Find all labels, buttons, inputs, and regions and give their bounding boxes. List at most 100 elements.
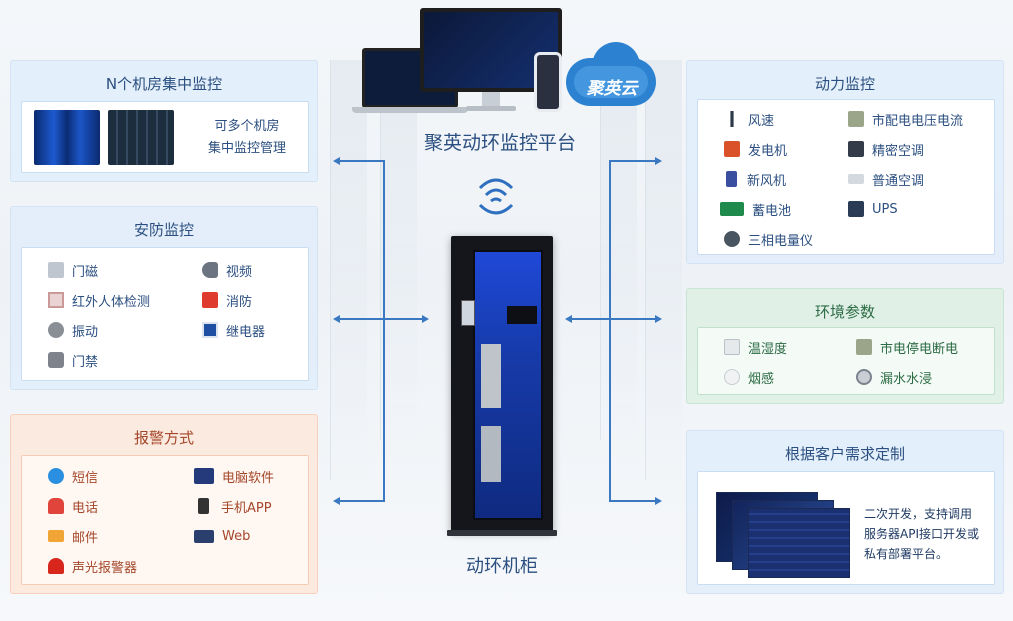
cabinet-touchscreen (461, 300, 475, 326)
precision-ac-icon (848, 141, 864, 157)
power-item: 市配电电压电流 (848, 108, 963, 130)
wind-speed-icon (730, 111, 734, 127)
panel-inner: 温湿度 市电停电断电 烟感 漏水水浸 (697, 327, 995, 395)
door-sensor-icon (48, 262, 64, 278)
pc-software-icon (194, 468, 214, 484)
ups-icon (848, 201, 864, 217)
cloud-logo: 聚英云 (566, 42, 658, 112)
power-item: 发电机 (724, 138, 787, 160)
arrow-right-icon (655, 157, 662, 165)
battery-icon (720, 202, 744, 216)
background-rack (380, 60, 417, 440)
power-item: 三相电量仪 (724, 228, 813, 250)
security-item: 继电器 (202, 319, 265, 341)
vibration-sensor-icon (48, 322, 64, 338)
security-item: 视频 (202, 259, 252, 281)
panel-power: 动力监控 风速 市配电电压电流 发电机 精密空调 新风机 普通空调 蓄电池 (686, 60, 1004, 264)
cloud-highlight (574, 66, 648, 98)
monitor-base (466, 106, 516, 111)
platform-title: 聚英动环监控平台 (423, 132, 576, 154)
environment-item: 漏水水浸 (856, 366, 932, 388)
alarm-item: 手机APP (194, 495, 272, 517)
panel-title: N个机房集中监控 (105, 75, 223, 93)
cabinet-label: 动环机柜 (466, 556, 538, 577)
power-meter-icon (724, 231, 740, 247)
relay-icon (202, 322, 218, 338)
power-item: 蓄电池 (720, 198, 791, 220)
panel-inner: 可多个机房 集中监控管理 (21, 101, 309, 173)
arrow-right-icon (655, 497, 662, 505)
fire-alarm-icon (202, 292, 218, 308)
custom-description: 二次开发，支持调用 服务器API接口开发或 私有部署平台。 (864, 507, 979, 561)
multi-room-text: 可多个机房 集中监控管理 (207, 119, 286, 156)
cabinet-equipment (507, 306, 537, 324)
connector-line (609, 160, 611, 501)
access-control-icon (48, 352, 64, 368)
server-cabinet (451, 236, 553, 532)
panel-environment: 环境参数 温湿度 市电停电断电 烟感 漏水水浸 (686, 288, 1004, 404)
security-item: 门磁 (48, 259, 98, 281)
alarm-item: 电话 (48, 495, 98, 517)
panel-title: 报警方式 (133, 429, 194, 447)
laptop-base (352, 107, 468, 113)
panel-inner: 风速 市配电电压电流 发电机 精密空调 新风机 普通空调 蓄电池 UPS (697, 99, 995, 255)
background-rack (600, 60, 637, 440)
alarm-item: 邮件 (48, 525, 98, 547)
phone-icon (48, 498, 64, 514)
mobile-app-icon (198, 498, 209, 514)
monitor-stand (482, 92, 500, 108)
connector-line (340, 318, 422, 320)
alarm-item: 电脑软件 (194, 465, 274, 487)
power-outage-icon (856, 339, 872, 355)
email-icon (48, 530, 64, 542)
cabinet-equipment (481, 426, 501, 482)
environment-item: 市电停电断电 (856, 336, 958, 358)
panel-title: 根据客户需求定制 (784, 445, 905, 463)
security-item: 红外人体检测 (48, 289, 150, 311)
panel-multi-room: N个机房集中监控 可多个机房 集中监控管理 (10, 60, 318, 182)
security-item: 消防 (202, 289, 252, 311)
arrow-left-icon (333, 497, 340, 505)
brand-logo-text: 聚英云 (586, 79, 638, 99)
infrared-sensor-icon (48, 292, 64, 308)
panel-security: 安防监控 门磁 视频 红外人体检测 消防 振动 继电器 门禁 (10, 206, 318, 390)
server-room-image (108, 110, 174, 165)
dashboard-screenshot (748, 508, 850, 578)
alarm-item: Web (194, 525, 250, 547)
security-item: 振动 (48, 319, 98, 341)
smartphone (534, 52, 562, 112)
background-rack (645, 60, 682, 480)
web-icon (194, 529, 214, 543)
wireless-signal-icon (476, 168, 516, 220)
security-item: 门禁 (48, 349, 98, 371)
generator-icon (724, 141, 740, 157)
cabinet-equipment (481, 344, 501, 408)
sms-icon (48, 468, 64, 484)
arrow-left-icon (565, 315, 572, 323)
arrow-right-icon (422, 315, 429, 323)
power-item: UPS (848, 198, 898, 220)
air-conditioner-icon (848, 174, 864, 184)
panel-title: 动力监控 (814, 75, 875, 93)
arrow-right-icon (655, 315, 662, 323)
camera-icon (202, 262, 218, 278)
power-item: 风速 (724, 108, 774, 130)
alarm-item: 短信 (48, 465, 98, 487)
temperature-humidity-icon (724, 339, 740, 355)
siren-icon (48, 558, 64, 574)
power-item: 精密空调 (848, 138, 924, 160)
panel-inner: 短信 电脑软件 电话 手机APP 邮件 Web 声光报警器 (21, 455, 309, 585)
background-rack (330, 60, 367, 480)
panel-custom: 根据客户需求定制 二次开发，支持调用 服务器API接口开发或 私有部署平台。 (686, 430, 1004, 594)
smoke-detector-icon (724, 369, 740, 385)
arrow-left-icon (333, 315, 340, 323)
server-room-image (34, 110, 100, 165)
environment-item: 烟感 (724, 366, 774, 388)
fresh-air-icon (726, 171, 737, 187)
connector-line (609, 500, 655, 502)
power-item: 新风机 (724, 168, 786, 190)
alarm-item: 声光报警器 (48, 555, 137, 577)
panel-title: 环境参数 (814, 303, 875, 321)
panel-inner: 门磁 视频 红外人体检测 消防 振动 继电器 门禁 (21, 247, 309, 381)
water-leak-icon (856, 369, 872, 385)
